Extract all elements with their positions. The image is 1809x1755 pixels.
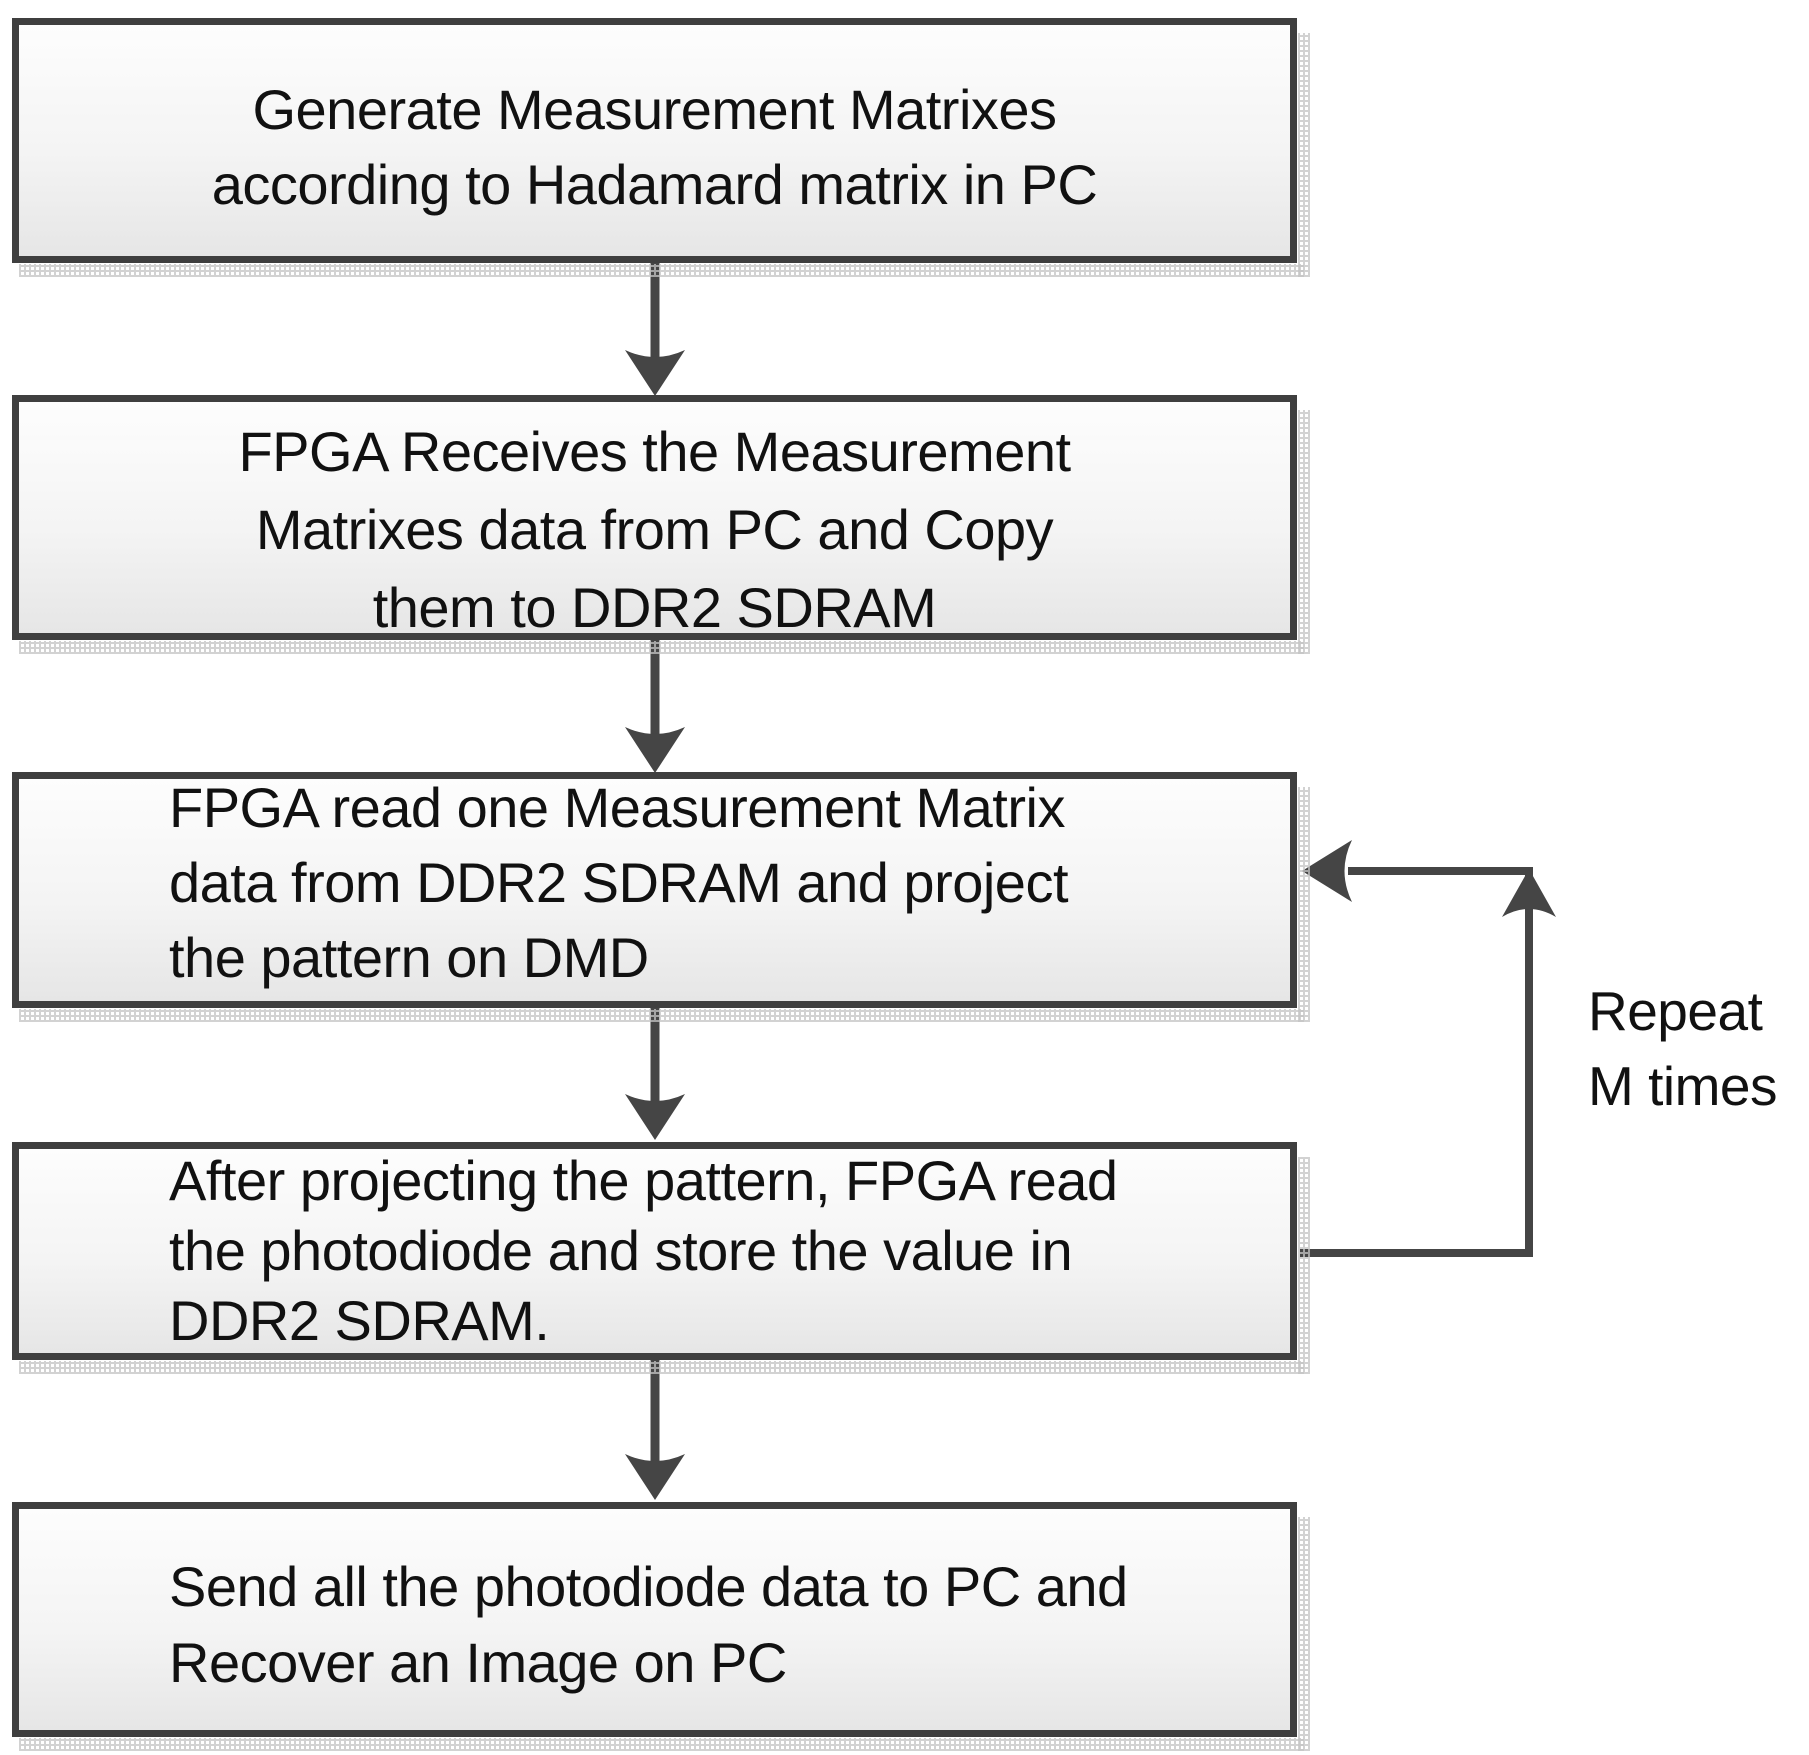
box-text-line: DDR2 SDRAM.: [169, 1289, 550, 1352]
box-text-line: the photodiode and store the value in: [169, 1219, 1073, 1282]
loop-label-line: M times: [1588, 1055, 1778, 1117]
box-text-line: the pattern on DMD: [169, 925, 649, 989]
box-text-line: Recover an Image on PC: [169, 1630, 787, 1694]
flow-box-fpga-read-photodiode: After projecting the pattern, FPGA read …: [12, 1142, 1310, 1374]
loop-repeat-label: Repeat M times: [1588, 974, 1778, 1124]
loop-arrow-icon: [1300, 840, 1556, 1257]
arrow-down-icon: [625, 1006, 685, 1140]
box-text-line: FPGA read one Measurement Matrix: [169, 775, 1065, 839]
arrow-down-icon: [625, 1358, 685, 1500]
flow-box-generate-matrices: Generate Measurement Matrixes according …: [12, 18, 1310, 277]
flow-box-fpga-read-project: FPGA read one Measurement Matrix data fr…: [12, 772, 1310, 1022]
box-text-line: Matrixes data from PC and Copy: [255, 497, 1054, 561]
box-text-line: After projecting the pattern, FPGA read: [169, 1149, 1118, 1212]
loop-label-line: Repeat: [1588, 980, 1763, 1042]
arrow-down-icon: [625, 262, 685, 396]
box-text-line: FPGA Receives the Measurement: [238, 419, 1071, 483]
box-text-line: according to Hadamard matrix in PC: [211, 152, 1098, 216]
flow-box-send-recover: Send all the photodiode data to PC and R…: [12, 1502, 1310, 1751]
box-text-line: them to DDR2 SDRAM: [372, 575, 937, 639]
box-text-line: Generate Measurement Matrixes: [252, 77, 1057, 141]
box-text-line: data from DDR2 SDRAM and project: [169, 850, 1069, 914]
flow-box-fpga-receive-copy: FPGA Receives the Measurement Matrixes d…: [12, 395, 1310, 654]
box-text-line: Send all the photodiode data to PC and: [169, 1554, 1128, 1618]
arrow-down-icon: [625, 638, 685, 773]
